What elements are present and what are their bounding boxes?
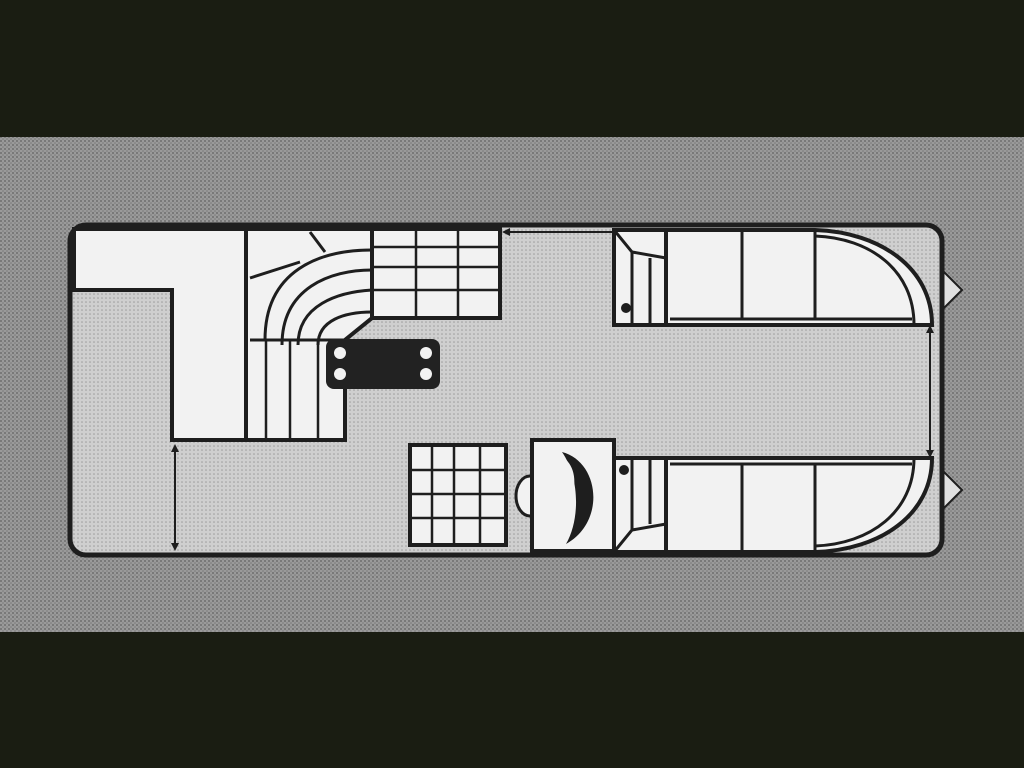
helm-wheel-icon <box>562 452 594 544</box>
bottom-letterbox-band <box>0 632 1024 768</box>
top-letterbox-band <box>0 0 1024 137</box>
table-icon <box>326 339 440 389</box>
bow-lounge-port <box>612 228 935 327</box>
bow-lounge-starboard <box>612 456 935 554</box>
aft-bench-seat <box>370 227 502 320</box>
helm-console <box>530 438 616 553</box>
pontoon-floorplan-diagram <box>0 137 1024 632</box>
floorplan-panel <box>0 137 1024 632</box>
helm-bench-seat <box>408 443 508 547</box>
cup-holder-icon <box>621 303 631 313</box>
cup-holder-icon <box>619 465 629 475</box>
